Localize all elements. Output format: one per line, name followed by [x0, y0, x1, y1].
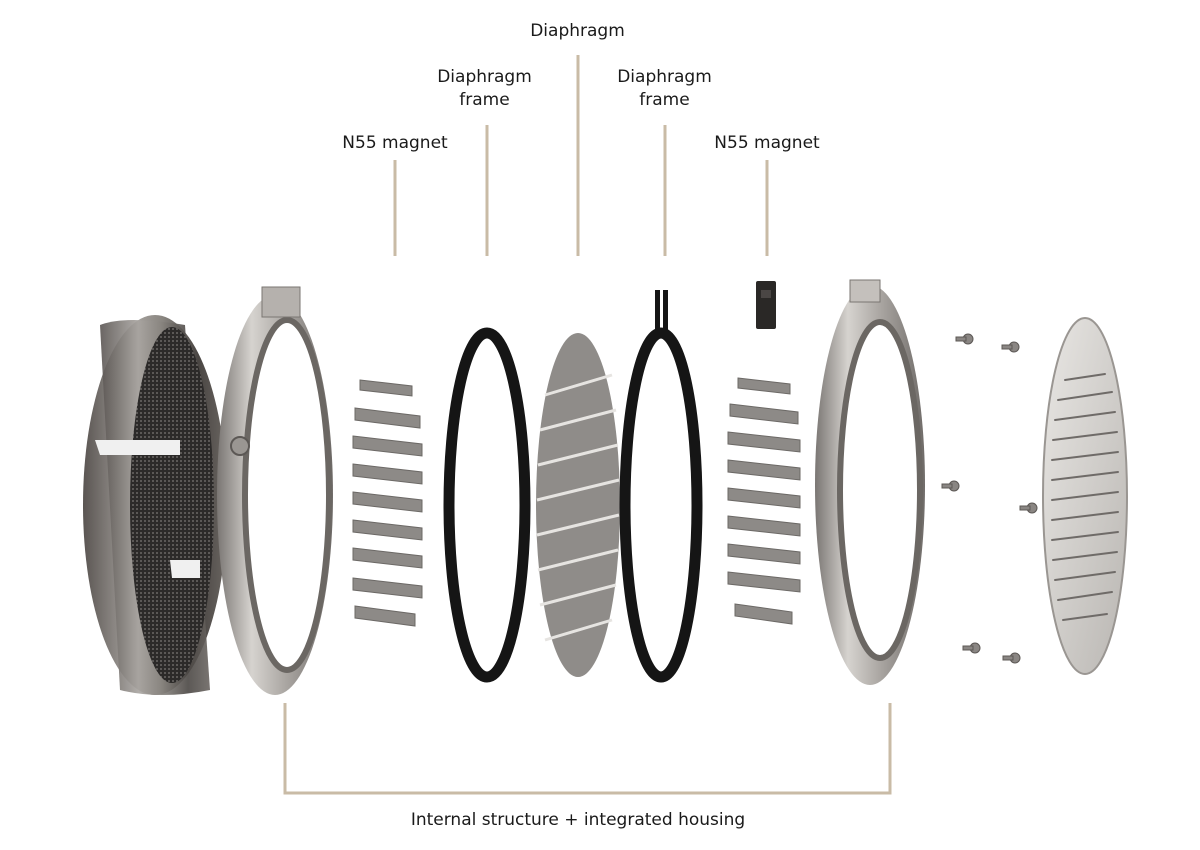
magnet-array-right — [727, 377, 801, 625]
outer-mesh-cup — [83, 315, 227, 695]
screw-icon — [1019, 502, 1038, 514]
screw-icon — [955, 333, 974, 345]
label-housing: Internal structure + integrated housing — [410, 810, 746, 830]
label-magnet-left: N55 magnet — [342, 133, 448, 153]
left-housing-ring — [217, 286, 333, 695]
leader-lines — [283, 55, 892, 795]
label-magnet-right: N55 magnet — [714, 133, 820, 153]
right-housing-ring — [815, 279, 925, 685]
label-diaphragm-frame-left: Diaphragm frame — [437, 67, 532, 110]
screws — [941, 333, 1038, 664]
screw-icon — [1001, 341, 1020, 353]
diaphragm-frame-right — [619, 290, 703, 683]
screw-icon — [941, 480, 960, 492]
magnet-array-left — [352, 379, 423, 627]
connector-block — [756, 281, 776, 329]
diaphragm — [536, 333, 620, 677]
label-diaphragm: Diaphragm — [530, 21, 625, 41]
label-diaphragm-frame-right: Diaphragm frame — [617, 67, 712, 110]
screw-icon — [1002, 652, 1021, 664]
screw-icon — [962, 642, 981, 654]
grille-plate — [1042, 317, 1128, 675]
diaphragm-frame-left — [443, 327, 531, 683]
housing-bracket — [283, 703, 892, 795]
